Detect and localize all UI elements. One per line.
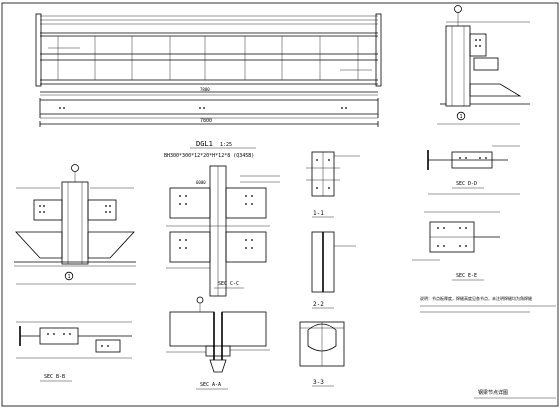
beam-stiffeners [57, 36, 359, 80]
cut-3-label: 3-3 [313, 379, 324, 386]
general-notes: 说明：节点板厚度，焊缝高度见各节点，未注明焊缝均为角焊缝 [420, 295, 532, 301]
sec-b-b: SEC B-B [16, 321, 132, 382]
sec-e-e: SEC E-E [412, 211, 500, 281]
sec-d-d: SEC D-D [427, 145, 520, 195]
main-beam-elevation: 7800 7800 [35, 13, 382, 127]
sheet-title-block: 钢梁节点详图 [474, 389, 556, 399]
notes-block: 说明：节点板厚度，焊缝高度见各节点，未注明焊缝均为角焊缝 [420, 295, 556, 313]
sec-c-label: SEC C-C [218, 281, 239, 287]
sec-e-label: SEC E-E [456, 273, 477, 279]
cut-2-label: 2-2 [313, 301, 324, 308]
cut-sections: 1-1 2-2 3-3 [299, 151, 360, 387]
node-width-dim: 6000 [196, 180, 206, 185]
sec-d-label: SEC D-D [456, 181, 477, 187]
beam-bay-dim: 7800 [200, 87, 210, 92]
detail-marker-top-right: 1 [460, 114, 463, 120]
detail-left: 1 [14, 164, 136, 285]
sec-a-a: SEC A-A [166, 296, 270, 390]
center-node-detail: DGL1 1:25 BH300*300*12*20*H*12*8 (Q345B)… [164, 140, 280, 297]
detail-marker-left: 1 [68, 274, 71, 280]
cut-1-label: 1-1 [313, 210, 324, 217]
main-beam-title: DGL1 [196, 140, 213, 148]
detail-top-right: 1 [437, 5, 530, 125]
main-beam-scale: 1:25 [220, 142, 232, 148]
sec-a-label: SEC A-A [200, 382, 221, 388]
beam-overall-dim: 7800 [200, 118, 212, 124]
sec-b-label: SEC B-B [44, 374, 65, 380]
sheet-label: 钢梁节点详图 [478, 389, 508, 396]
main-beam-spec: BH300*300*12*20*H*12*8 (Q345B) [164, 153, 254, 159]
